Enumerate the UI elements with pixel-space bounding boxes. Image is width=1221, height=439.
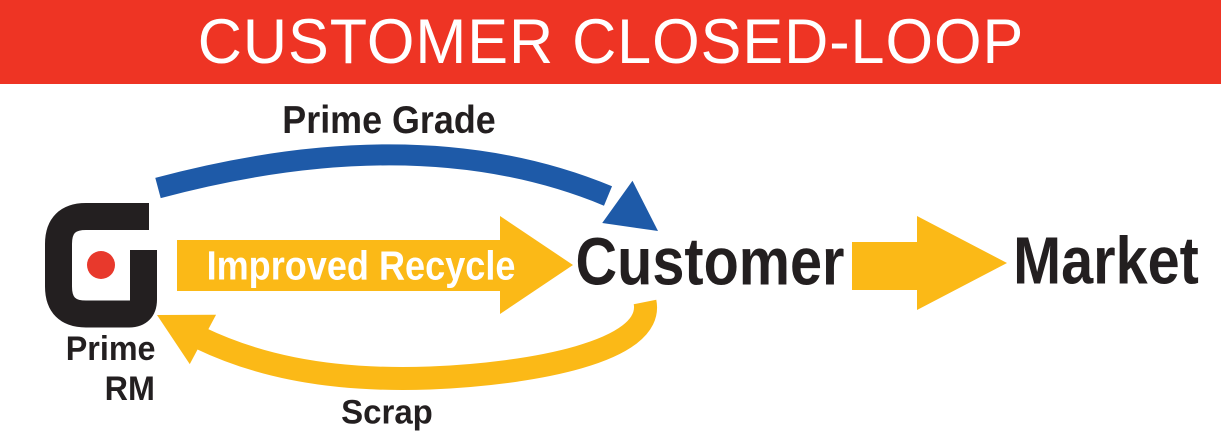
improved-recycle-label: Improved Recycle bbox=[206, 242, 516, 289]
customer-node-label: Customer bbox=[575, 224, 845, 300]
title-banner: CUSTOMER CLOSED-LOOP bbox=[0, 0, 1221, 84]
improved-recycle-arrow bbox=[177, 216, 573, 314]
customer-to-market-arrow bbox=[852, 216, 1007, 310]
scrap-label: Scrap bbox=[341, 393, 433, 432]
prime-rm-label-line1: Prime bbox=[65, 330, 155, 368]
prime-grade-arrow-arc bbox=[155, 144, 613, 206]
market-node-label: Market bbox=[1013, 223, 1199, 299]
prime-grade-arrowhead bbox=[602, 180, 658, 231]
prime-rm-logo bbox=[45, 203, 157, 328]
scrap-arrowhead bbox=[157, 314, 217, 365]
page-title: CUSTOMER CLOSED-LOOP bbox=[197, 7, 1024, 77]
prime-grade-label: Prime Grade bbox=[282, 99, 496, 142]
prime-rm-node-label: Prime RM bbox=[43, 329, 155, 409]
logo-g-shape bbox=[45, 203, 157, 328]
prime-rm-label-line2: RM bbox=[104, 370, 155, 408]
logo-red-dot-icon bbox=[87, 251, 115, 279]
scrap-arrow-arc bbox=[195, 299, 657, 390]
